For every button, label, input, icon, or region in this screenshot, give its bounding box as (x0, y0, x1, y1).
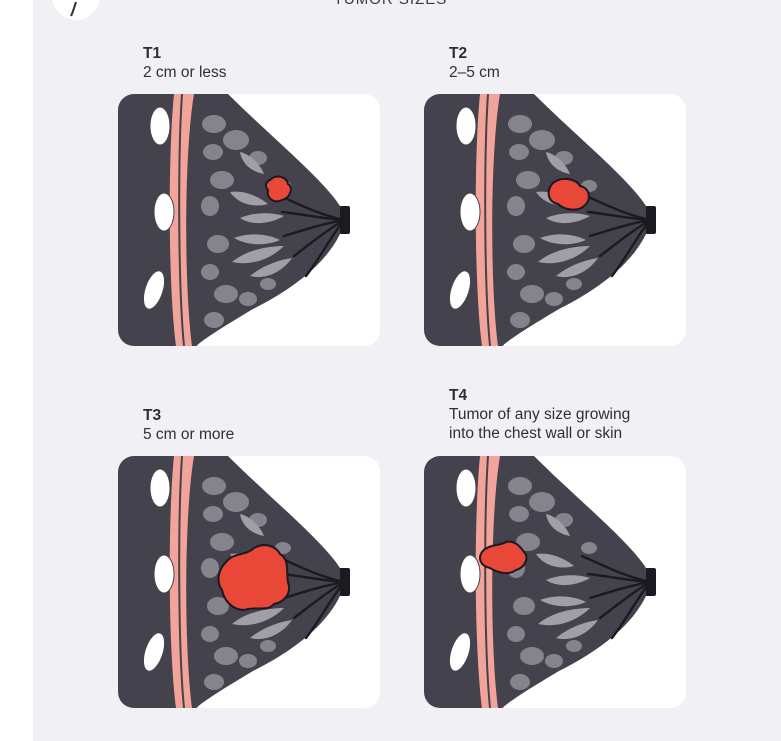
tumor (217, 544, 290, 612)
label-t4: T4 Tumor of any size growing into the ch… (449, 386, 630, 443)
chest-wall-line (484, 456, 491, 708)
label-t1: T1 2 cm or less (143, 44, 227, 82)
rib (142, 632, 166, 672)
rib (448, 270, 472, 310)
breast-illustration (118, 456, 380, 708)
illustration-t4 (424, 456, 686, 708)
tumor (547, 178, 590, 211)
chest-wall-line (178, 456, 185, 708)
tumor (479, 540, 528, 575)
rib (448, 632, 472, 672)
logo (52, 0, 100, 20)
stage-code: T4 (449, 387, 468, 404)
breast-illustration (424, 456, 686, 708)
breast-illustration (424, 94, 686, 346)
stage-description: into the chest wall or skin (449, 425, 623, 442)
label-t3: T3 5 cm or more (143, 406, 234, 444)
rib (142, 270, 166, 310)
rib (153, 554, 175, 594)
chest-wall-line (178, 94, 185, 346)
nipple (340, 568, 350, 596)
stage-description: Tumor of any size growing (449, 406, 631, 423)
rib (149, 106, 171, 146)
stage-code: T2 (449, 45, 468, 62)
stage-description: 5 cm or more (143, 426, 235, 443)
stage-code: T3 (143, 407, 162, 424)
rib (455, 106, 477, 146)
nipple (646, 568, 656, 596)
tumor (264, 175, 292, 203)
rib (459, 554, 481, 594)
stage-code: T1 (143, 45, 162, 62)
illustration-t3 (118, 456, 380, 708)
rib (149, 468, 171, 508)
nipple (646, 206, 656, 234)
rib (153, 192, 175, 232)
nipple (340, 206, 350, 234)
rib (455, 468, 477, 508)
stage-description: 2 cm or less (143, 64, 227, 81)
stage-description: 2–5 cm (449, 64, 500, 81)
chest-wall-line (484, 94, 491, 346)
breast-illustration (118, 94, 380, 346)
illustration-t2 (424, 94, 686, 346)
diagram-title: TUMOR SIZES (0, 0, 781, 8)
label-t2: T2 2–5 cm (449, 44, 500, 82)
rib (459, 192, 481, 232)
illustration-t1 (118, 94, 380, 346)
